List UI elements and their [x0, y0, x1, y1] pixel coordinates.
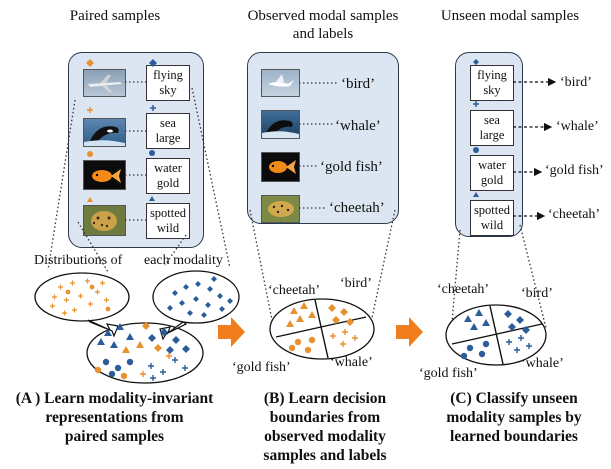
text-box-water-gold-c: water gold: [470, 155, 514, 191]
region-label-bird-b: ‘bird’: [340, 276, 372, 291]
caption-c-line1: (C) Classify unseen: [450, 390, 578, 407]
header-unseen-modal-samples: Unseen modal samples: [440, 8, 580, 24]
label-whale: ‘whale’: [335, 118, 381, 134]
image-orca: [83, 118, 126, 147]
caption-c-line2: modality samples by: [446, 409, 582, 426]
points-c: [460, 309, 530, 360]
caption-c: (C) Classify unseen modality samples by …: [418, 389, 610, 446]
caption-a-line2: representations from: [45, 409, 184, 426]
text-box-sea-large: sea large: [146, 113, 190, 149]
caption-b: (B) Learn decision boundaries from obser…: [235, 389, 415, 465]
text-line: flying: [477, 68, 507, 82]
text-line: wild: [480, 218, 504, 232]
text-box-flying-sky-c: flying sky: [470, 65, 514, 101]
image-bird: [261, 69, 300, 97]
arrow-a-to-b: [218, 317, 245, 347]
distributions-label: Distributions of: [34, 253, 123, 268]
caption-c-line3: learned boundaries: [450, 428, 578, 445]
header-observed-modal-samples: Observed modal samples and labels: [228, 7, 418, 43]
region-label-goldfish-b: ‘gold fish’: [232, 360, 291, 375]
boundaries-b: [275, 299, 367, 359]
image-leopard: [83, 205, 126, 236]
header-paired-samples: Paired samples: [69, 8, 161, 24]
text-line: sky: [159, 83, 177, 97]
caption-a-line3: paired samples: [64, 428, 165, 445]
label-bird: ‘bird’: [341, 76, 376, 92]
label-whale-c: ‘whale’: [556, 119, 599, 134]
text-line: large: [155, 131, 181, 145]
text-line: water: [478, 158, 506, 172]
text-line: gold: [480, 173, 504, 187]
text-line: water: [154, 161, 182, 175]
orange-points: [50, 278, 111, 316]
text-box-flying-sky: flying sky: [146, 65, 190, 101]
header-b-line2: and labels: [292, 26, 354, 42]
image-cheetah: [261, 195, 300, 223]
region-label-cheetah-b: ‘cheetah’: [268, 283, 321, 298]
orange-distribution-ellipse: [34, 272, 130, 322]
region-label-cheetah-c: ‘cheetah’: [437, 282, 490, 297]
caption-b-line2: boundaries from: [269, 409, 381, 426]
label-cheetah-c: ‘cheetah’: [548, 207, 601, 222]
text-box-spotted-wild-c: spotted wild: [470, 200, 514, 236]
text-line: sea: [160, 116, 176, 130]
label-cheetah: ‘cheetah’: [329, 200, 385, 216]
merged-distribution-ellipse: [86, 322, 204, 384]
text-line: sea: [484, 113, 500, 127]
region-label-whale-c: ‘whale’: [521, 356, 564, 371]
merged-points: [94, 322, 190, 381]
text-line: spotted: [149, 206, 187, 220]
image-whale: [261, 110, 300, 139]
region-label-bird-c: ‘bird’: [521, 286, 553, 301]
region-label-whale-b: ‘whale’: [330, 355, 373, 370]
blue-points: [167, 276, 233, 318]
text-box-water-gold: water gold: [146, 158, 190, 194]
image-goldfish-b: [261, 152, 300, 182]
image-airplane: [83, 69, 126, 97]
label-bird-c: ‘bird’: [560, 75, 592, 90]
points-b: [286, 302, 354, 354]
text-line: gold: [156, 176, 180, 190]
decision-boundary-ellipse-b: [269, 298, 375, 360]
caption-b-line1: (B) Learn decision: [263, 390, 387, 407]
region-label-goldfish-c: ‘gold fish’: [419, 366, 478, 381]
header-b-line1: Observed modal samples: [247, 8, 399, 24]
blue-distribution-ellipse: [152, 270, 240, 324]
text-box-sea-large-c: sea large: [470, 110, 514, 146]
text-line: sky: [483, 83, 501, 97]
each-modality-label: each modality: [144, 253, 223, 268]
arrow-b-to-c: [396, 317, 423, 347]
label-gold-fish-c: ‘gold fish’: [545, 163, 604, 178]
text-line: wild: [156, 221, 180, 235]
text-box-spotted-wild: spotted wild: [146, 203, 190, 239]
image-goldfish-a: [83, 160, 126, 190]
text-line: spotted: [473, 203, 511, 217]
text-line: flying: [153, 68, 183, 82]
label-gold-fish: ‘gold fish’: [320, 159, 383, 175]
caption-b-line4: samples and labels: [263, 447, 387, 464]
caption-a: (A ) Learn modality-invariant representa…: [2, 389, 227, 446]
text-line: large: [479, 128, 505, 142]
caption-b-line3: observed modality: [264, 428, 386, 445]
caption-a-line1: (A ) Learn modality-invariant: [15, 390, 214, 407]
